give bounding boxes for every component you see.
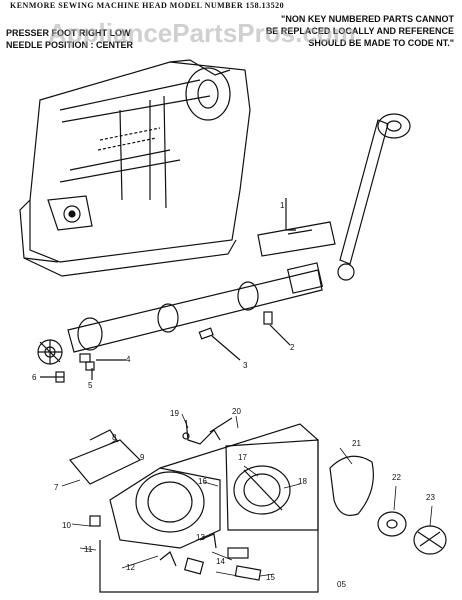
hook-drive-shaft	[37, 262, 324, 365]
watermark: AppliancePartsPros.com	[48, 18, 356, 48]
part-17-clip	[233, 465, 291, 515]
assembly-outline	[99, 423, 319, 593]
callout-2: 2	[290, 343, 295, 352]
callout-13: 13	[196, 533, 205, 542]
callout-4: 4	[126, 355, 131, 364]
part-21-bobbin-case	[329, 455, 374, 516]
part-1-plate	[257, 198, 336, 257]
callout-14: 14	[216, 557, 225, 566]
page-number: 05	[337, 580, 346, 589]
part-22-bobbin	[377, 511, 407, 537]
callout-7: 7	[54, 483, 59, 492]
callout-8: 8	[112, 433, 117, 442]
callout-16: 16	[198, 477, 207, 486]
model-header: KENMORE SEWING MACHINE HEAD MODEL NUMBER…	[10, 1, 285, 10]
callout-22: 22	[392, 473, 401, 482]
note-line-2: BE REPLACED LOCALLY AND REFERENCE	[265, 26, 454, 36]
callout-19: 19	[170, 409, 179, 418]
callout-leaders	[61, 413, 433, 577]
callout-20: 20	[232, 407, 241, 416]
needle-position-label: NEEDLE POSITION : CENTER	[6, 40, 134, 50]
note-line-1: "NON KEY NUMBERED PARTS CANNOT	[281, 14, 454, 24]
callout-11: 11	[84, 545, 93, 554]
callout-23: 23	[426, 493, 435, 502]
callout-9: 9	[140, 453, 145, 462]
hook-assembly-illustration	[69, 429, 262, 581]
presser-foot-label: PRESSER FOOT RIGHT LOW	[6, 28, 131, 38]
callout-10: 10	[62, 521, 71, 530]
callout-12: 12	[126, 563, 135, 572]
part-23-gear	[413, 525, 447, 555]
callout-17: 17	[238, 453, 247, 462]
callout-18: 18	[298, 477, 307, 486]
feed-rod-illustration	[337, 113, 411, 281]
shaft-small-parts	[40, 311, 291, 383]
callout-21: 21	[352, 439, 361, 448]
callout-3: 3	[243, 361, 248, 370]
callout-6: 6	[32, 373, 37, 382]
machine-head-illustration	[19, 59, 251, 277]
replacement-note: "NON KEY NUMBERED PARTS CANNOT BE REPLAC…	[266, 13, 454, 49]
callout-1: 1	[280, 201, 285, 210]
callout-5: 5	[88, 381, 93, 390]
note-line-3: SHOULD BE MADE TO CODE NT."	[308, 38, 454, 48]
part-19-20-spring	[182, 417, 233, 445]
callout-15: 15	[266, 573, 275, 582]
